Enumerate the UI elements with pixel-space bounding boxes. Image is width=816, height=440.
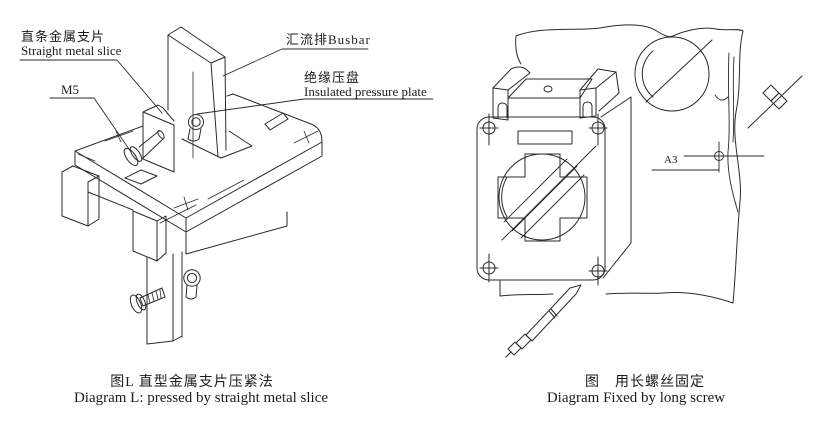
label-insulated-plate: 绝缘压盘 Insulated pressure plate <box>304 71 427 98</box>
metal-slice-plate <box>142 104 175 173</box>
leader-m5 <box>49 97 132 153</box>
lower-screw <box>129 287 166 314</box>
left-caption-en: Diagram L: pressed by straight metal sli… <box>73 390 329 406</box>
left-figure-leaders <box>19 48 434 153</box>
center-aperture <box>497 145 597 242</box>
base-block <box>61 93 323 262</box>
right-figure-drawing <box>476 24 803 358</box>
label-insulated-plate-en: Insulated pressure plate <box>304 83 427 99</box>
label-insulated-plate-zh: 绝缘压盘 <box>304 70 361 85</box>
busbar-drawing <box>167 26 227 159</box>
busbar-lower <box>146 251 183 345</box>
leader-busbar <box>222 48 369 77</box>
label-m5: M5 <box>61 82 80 97</box>
label-straight-metal-slice-zh: 直条金属支片 <box>21 29 106 44</box>
right-caption-zh: 图 用长螺丝固定 <box>585 375 705 390</box>
left-caption-zh: 图L 直型金属支片压紧法 <box>110 375 274 390</box>
panel-outline <box>499 24 744 304</box>
leader-straight-metal-slice <box>19 59 163 114</box>
nameplate <box>517 130 573 145</box>
terminal-block <box>492 66 620 121</box>
right-caption-en: Diagram Fixed by long screw <box>546 390 726 406</box>
panel-hole <box>634 36 713 112</box>
device-body <box>476 96 632 281</box>
corner-screws <box>479 113 608 286</box>
label-a3: A3 <box>664 154 678 166</box>
a3-dimension <box>651 141 765 173</box>
label-straight-metal-slice: 直条金属支片 Straight metal slice <box>21 30 121 57</box>
m5-screw <box>123 130 165 167</box>
label-straight-metal-slice-en: Straight metal slice <box>21 42 122 58</box>
busbar-hole-edges <box>181 130 253 159</box>
long-screw <box>505 284 582 358</box>
mounting-slot <box>264 112 289 131</box>
panel-screw <box>747 75 803 129</box>
left-figure-drawing <box>19 26 434 345</box>
top-face-recess <box>124 169 158 185</box>
lower-eyelet <box>183 269 201 300</box>
label-busbar: 汇流排Busbar <box>286 32 371 47</box>
pressure-plate-eyelet <box>187 114 204 142</box>
center-marks <box>77 130 319 224</box>
leader-insulated-plate <box>196 98 434 115</box>
